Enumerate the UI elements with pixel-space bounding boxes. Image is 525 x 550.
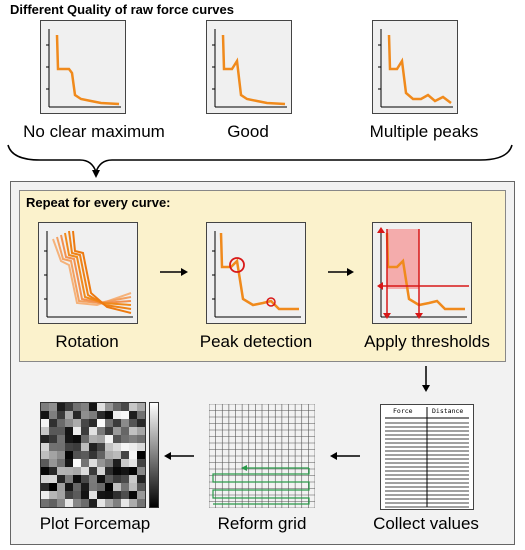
step-label-peak-detection: Peak detection [199, 332, 313, 351]
forcemap-heatmap [40, 402, 146, 508]
post-label-plot-forcemap: Plot Forcemap [39, 514, 151, 533]
forcemap-cells [41, 403, 146, 508]
quality-panel-good [206, 20, 292, 114]
quality-label-good: Good [227, 122, 269, 141]
reform-grid [208, 403, 316, 509]
thresholds-panel [372, 222, 472, 324]
collect-values-table: Force Distance [380, 404, 474, 510]
forcemap-colorbar [149, 402, 159, 508]
peak-marker-minor [266, 297, 276, 307]
post-label-reform-grid: Reform grid [217, 514, 307, 533]
curve-no-clear-maximum [46, 29, 121, 108]
thresholds-curve [377, 227, 469, 319]
repeat-title: Repeat for every curve: [26, 195, 171, 210]
quality-label-no-clear-maximum: No clear maximum [23, 122, 165, 141]
post-label-collect-values: Collect values [373, 514, 479, 533]
step-label-rotation: Rotation [55, 332, 119, 351]
peak-detection-panel [206, 222, 306, 324]
peak-marker-major [229, 257, 245, 273]
quality-label-multiple-peaks: Multiple peaks [369, 122, 479, 141]
header-title: Different Quality of raw force curves [10, 2, 234, 17]
grid-graphic [208, 403, 316, 509]
step-label-apply-thresholds: Apply thresholds [364, 332, 490, 351]
table-header-distance: Distance [432, 407, 464, 415]
rotation-panel [38, 222, 138, 324]
curve-good [212, 29, 287, 108]
values-table-graphic [385, 407, 469, 508]
peak-detection-curve [212, 231, 301, 318]
table-header-force: Force [393, 407, 413, 415]
curve-multiple-peaks [378, 29, 453, 108]
quality-panel-no-clear-maximum [40, 20, 126, 114]
quality-panel-multiple-peaks [372, 20, 458, 114]
rotation-curves [44, 230, 133, 318]
